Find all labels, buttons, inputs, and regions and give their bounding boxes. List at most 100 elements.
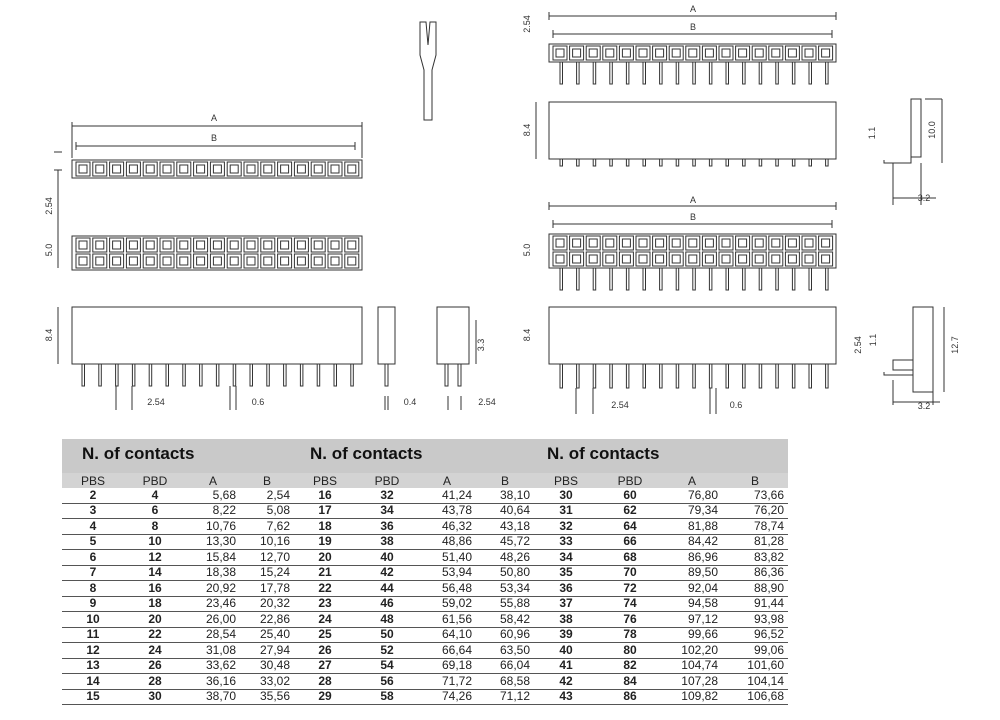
front-pin <box>232 363 237 387</box>
table-cell: 39 <box>534 627 598 643</box>
column-header: A <box>662 473 722 488</box>
table-cell: 84 <box>598 673 662 690</box>
column-header: PBS <box>534 473 598 488</box>
table-cell: 38,70 <box>186 689 240 705</box>
right-double-b-cell <box>552 251 568 267</box>
right-double-a-cell <box>685 235 701 251</box>
right-double-pin <box>775 267 779 291</box>
table-cell: 5 <box>62 534 124 550</box>
double-row-b-hole <box>263 256 273 266</box>
right-single-cell <box>618 45 634 61</box>
table-cell: 36 <box>534 580 598 597</box>
right-single-cell <box>569 45 585 61</box>
table-cell: 17 <box>294 503 356 519</box>
right-double-a-hole <box>671 238 681 248</box>
double-row-b-cell <box>277 253 293 269</box>
table-cell: 68 <box>598 549 662 566</box>
front-pin <box>215 363 220 387</box>
right-double-b-cell <box>602 251 618 267</box>
table-cell: 76 <box>598 611 662 628</box>
table-cell: 10,16 <box>240 534 294 550</box>
table-cell: 74,26 <box>418 689 476 705</box>
right-front2-pin <box>642 363 646 389</box>
column-header: A <box>418 473 476 488</box>
dim-label-pitch-right-bottom: 2.54 <box>611 400 629 410</box>
right-double-a-cell <box>635 235 651 251</box>
table-cell: 59,02 <box>418 596 476 612</box>
side-view-pin-b <box>457 363 462 387</box>
double-row-a-hole <box>280 240 290 250</box>
table-cell: 72 <box>598 580 662 597</box>
front-pin <box>81 363 85 387</box>
table-cell: 22,86 <box>240 611 294 628</box>
right-single-pin <box>559 61 563 85</box>
double-row-a-hole <box>212 240 222 250</box>
table-cell: 11 <box>62 627 124 643</box>
right-single-pin <box>825 61 829 85</box>
table-cell: 58 <box>356 689 418 705</box>
table-cell: 86,96 <box>662 549 722 566</box>
table-cell: 58,42 <box>476 611 534 628</box>
table-cell: 86 <box>598 689 662 705</box>
table-cell: 42 <box>534 673 598 690</box>
dim-label-b-right-bottom: B <box>690 212 696 222</box>
table-cell: 18,38 <box>186 565 240 581</box>
dim-label-a-right-top: A <box>690 4 696 14</box>
connector-drawing: A B 2.54 5.0 8.4 2.54 0.6 0.4 3.3 2.54 A… <box>44 4 960 414</box>
right-front2-pin <box>592 363 597 389</box>
right-front2-pin <box>609 363 613 389</box>
double-row-b-hole <box>112 256 122 266</box>
table-cell: 34 <box>356 503 418 519</box>
right-front2-pin <box>692 363 696 389</box>
table-cell: 101,60 <box>722 658 788 674</box>
double-row-a-cell <box>260 237 276 253</box>
double-row-b-cell <box>176 253 192 269</box>
table-cell: 43 <box>534 689 598 705</box>
right-front-pin <box>791 158 796 167</box>
double-row-b-cell <box>159 253 175 269</box>
right-single-pin <box>742 61 746 85</box>
double-row-a-cell <box>159 237 175 253</box>
table-cell: 26 <box>124 658 186 674</box>
single-row-hole <box>112 164 122 174</box>
table-cell: 81,88 <box>662 518 722 535</box>
right-single-hole <box>621 48 631 58</box>
single-row-hole <box>296 164 306 174</box>
single-row-hole <box>128 164 138 174</box>
right-front2-pin <box>775 363 779 389</box>
right-double-pin <box>808 267 812 291</box>
right-single-hole <box>754 48 764 58</box>
table-cell: 8 <box>124 518 186 535</box>
front-pin <box>182 363 186 387</box>
dim-label-pitch-right-top: 2.54 <box>522 15 532 33</box>
right-double-pin <box>642 267 646 291</box>
table-cell: 6 <box>124 503 186 519</box>
table-cell: 33,02 <box>240 673 294 690</box>
side-view-body <box>377 306 396 365</box>
table-cell: 16 <box>124 580 186 597</box>
table-cell: 66 <box>598 534 662 550</box>
table-cell: 94,58 <box>662 596 722 612</box>
column-header: PBD <box>598 473 662 488</box>
table-cell: 55,88 <box>476 596 534 612</box>
table-cell: 28,54 <box>186 627 240 643</box>
table-cell: 18 <box>124 596 186 612</box>
right-front2-pin <box>675 363 680 389</box>
table-cell: 46 <box>356 596 418 612</box>
single-row-cell <box>243 161 259 177</box>
double-row-a-hole <box>347 240 357 250</box>
right-double-b-cell <box>685 251 701 267</box>
table-cell: 27 <box>294 658 356 674</box>
table-cell: 51,40 <box>418 549 476 566</box>
table-cell: 30 <box>124 689 186 705</box>
right-single-pin <box>692 61 696 85</box>
table-cell: 10 <box>62 611 124 628</box>
right-single-pin <box>708 61 713 85</box>
table-cell: 24 <box>294 611 356 628</box>
double-row-a-hole <box>112 240 122 250</box>
table-cell: 73,66 <box>722 488 788 504</box>
group-title-3: N. of contacts <box>547 444 660 463</box>
dim-label-b: B <box>211 133 217 143</box>
right-double-b-hole <box>688 254 698 264</box>
